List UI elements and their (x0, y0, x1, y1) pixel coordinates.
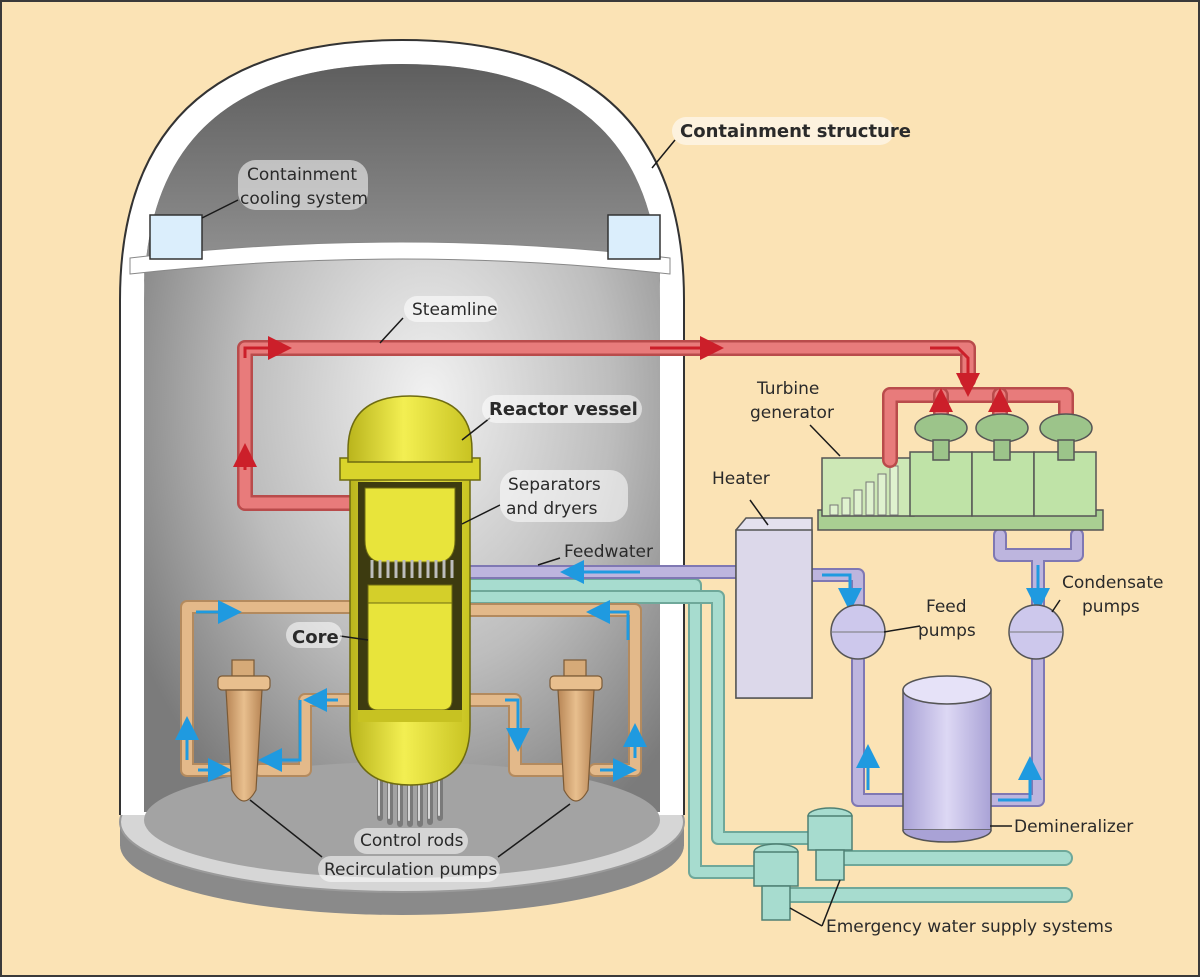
label-emergency-water: Emergency water supply systems (826, 917, 1113, 937)
feed-pump (830, 604, 886, 660)
containment-cooling-label-line1: Containment (247, 165, 357, 185)
cooling-unit-right (607, 214, 661, 260)
separators-label-line1: Separators (508, 475, 601, 495)
label-reactor-vessel: Reactor vessel (482, 395, 642, 423)
leader-lines (201, 139, 1061, 927)
label-feedwater: Feedwater (564, 542, 653, 562)
emergency-water-label: Emergency water supply systems (826, 917, 1113, 937)
control-rods-label: Control rods (360, 831, 464, 851)
label-demineralizer: Demineralizer (1014, 817, 1133, 837)
demineralizer-label: Demineralizer (1014, 817, 1133, 837)
steamline-label: Steamline (412, 300, 498, 320)
heater (735, 517, 813, 699)
cooling-unit-left (149, 214, 203, 260)
label-core: Core (286, 622, 342, 648)
heater-label: Heater (712, 469, 770, 489)
label-heater: Heater (712, 469, 770, 489)
emergency-pumps (753, 807, 853, 921)
separators-label-line2: and dryers (506, 499, 598, 519)
emergency-water-pipes (458, 578, 1073, 903)
recirculation-flow-arrows (175, 600, 647, 782)
label-control-rods: Control rods (354, 828, 468, 854)
demineralizer (902, 675, 992, 843)
reactor-vessel-label: Reactor vessel (489, 399, 638, 420)
feedwater-label: Feedwater (564, 542, 653, 562)
recirculation-pump-left (217, 659, 271, 802)
label-containment-cooling: Containment cooling system (238, 160, 368, 210)
containment-dome (144, 64, 660, 300)
label-containment-structure: Containment structure (672, 117, 911, 145)
label-steamline: Steamline (404, 296, 498, 322)
condensate-label-line1: Condensate (1062, 573, 1163, 593)
cooling-ledge (129, 241, 671, 275)
condensate-pump (1008, 604, 1064, 660)
label-feed-pumps: Feed pumps (918, 597, 976, 641)
turbine-label-line2: generator (750, 403, 834, 423)
containment-cooling-label-line2: cooling system (240, 189, 368, 209)
feed-pumps-label-line2: pumps (918, 621, 976, 641)
containment-structure-label: Containment structure (680, 121, 911, 142)
steam-flow-arrows (233, 336, 1012, 470)
feed-pumps-label-line1: Feed (926, 597, 967, 617)
turbine-generator (817, 451, 1104, 531)
label-recirculation-pumps: Recirculation pumps (318, 856, 500, 882)
feedwater-flow-arrows (560, 560, 1050, 802)
label-separators: Separators and dryers (500, 470, 628, 522)
reactor-vessel (339, 395, 481, 786)
turbine-label-line1: Turbine (756, 379, 819, 399)
label-turbine: Turbine generator (750, 379, 834, 423)
label-condensate: Condensate pumps (1062, 573, 1163, 617)
turbine-mushrooms (914, 413, 1093, 461)
recirculation-pump-right (549, 659, 603, 802)
recirculation-pumps-label: Recirculation pumps (324, 860, 497, 880)
condensate-label-line2: pumps (1082, 597, 1140, 617)
core-label: Core (292, 627, 339, 648)
